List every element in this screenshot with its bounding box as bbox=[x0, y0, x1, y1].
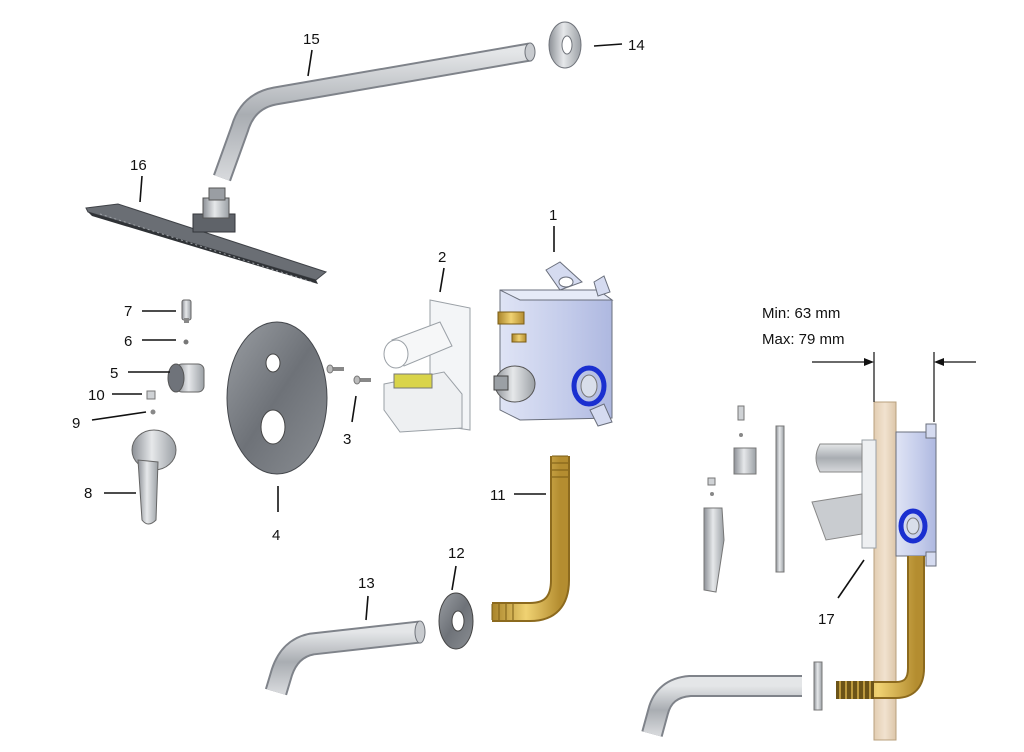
callout-5: 5 bbox=[110, 365, 118, 382]
flange-14 bbox=[548, 21, 582, 69]
callout-4: 4 bbox=[272, 527, 280, 544]
callouts: 1 2 3 4 5 6 7 8 9 10 11 12 13 bbox=[72, 31, 865, 628]
callout-12: 12 bbox=[448, 545, 465, 562]
callout-15: 15 bbox=[303, 31, 320, 48]
callout-7: 7 bbox=[124, 303, 132, 320]
callout-2: 2 bbox=[438, 249, 446, 266]
cover-plate bbox=[226, 321, 328, 475]
callout-10: 10 bbox=[88, 387, 105, 404]
plaster-guard bbox=[383, 299, 471, 433]
callout-14: 14 bbox=[628, 37, 645, 54]
shower-head bbox=[85, 187, 328, 284]
callout-11: 11 bbox=[490, 487, 506, 504]
valve-body bbox=[493, 261, 614, 427]
cap-screw-7 bbox=[181, 299, 192, 323]
brass-elbow bbox=[491, 455, 570, 622]
callout-17: 17 bbox=[818, 611, 835, 628]
callout-13: 13 bbox=[358, 575, 375, 592]
callout-6: 6 bbox=[124, 333, 132, 350]
callout-3: 3 bbox=[343, 431, 351, 448]
shower-arm bbox=[213, 42, 536, 182]
dot-9 bbox=[150, 409, 156, 415]
cap-10 bbox=[146, 390, 156, 400]
callout-1: 1 bbox=[549, 207, 557, 224]
ball-6 bbox=[183, 339, 189, 345]
washer-12 bbox=[438, 592, 474, 650]
dimension-min-label: Min: 63 mm bbox=[762, 305, 840, 322]
callout-16: 16 bbox=[130, 157, 147, 174]
lever-handle-8 bbox=[131, 429, 177, 525]
callout-9: 9 bbox=[72, 415, 80, 432]
dimension-max-label: Max: 79 mm bbox=[762, 331, 845, 348]
installed-view bbox=[641, 401, 937, 741]
dimension-markers: Min: 63 mm Max: 79 mm bbox=[762, 305, 976, 422]
bath-spout bbox=[264, 620, 426, 696]
callout-8: 8 bbox=[84, 485, 92, 502]
knob-5 bbox=[167, 363, 205, 393]
screws-3 bbox=[326, 364, 371, 385]
